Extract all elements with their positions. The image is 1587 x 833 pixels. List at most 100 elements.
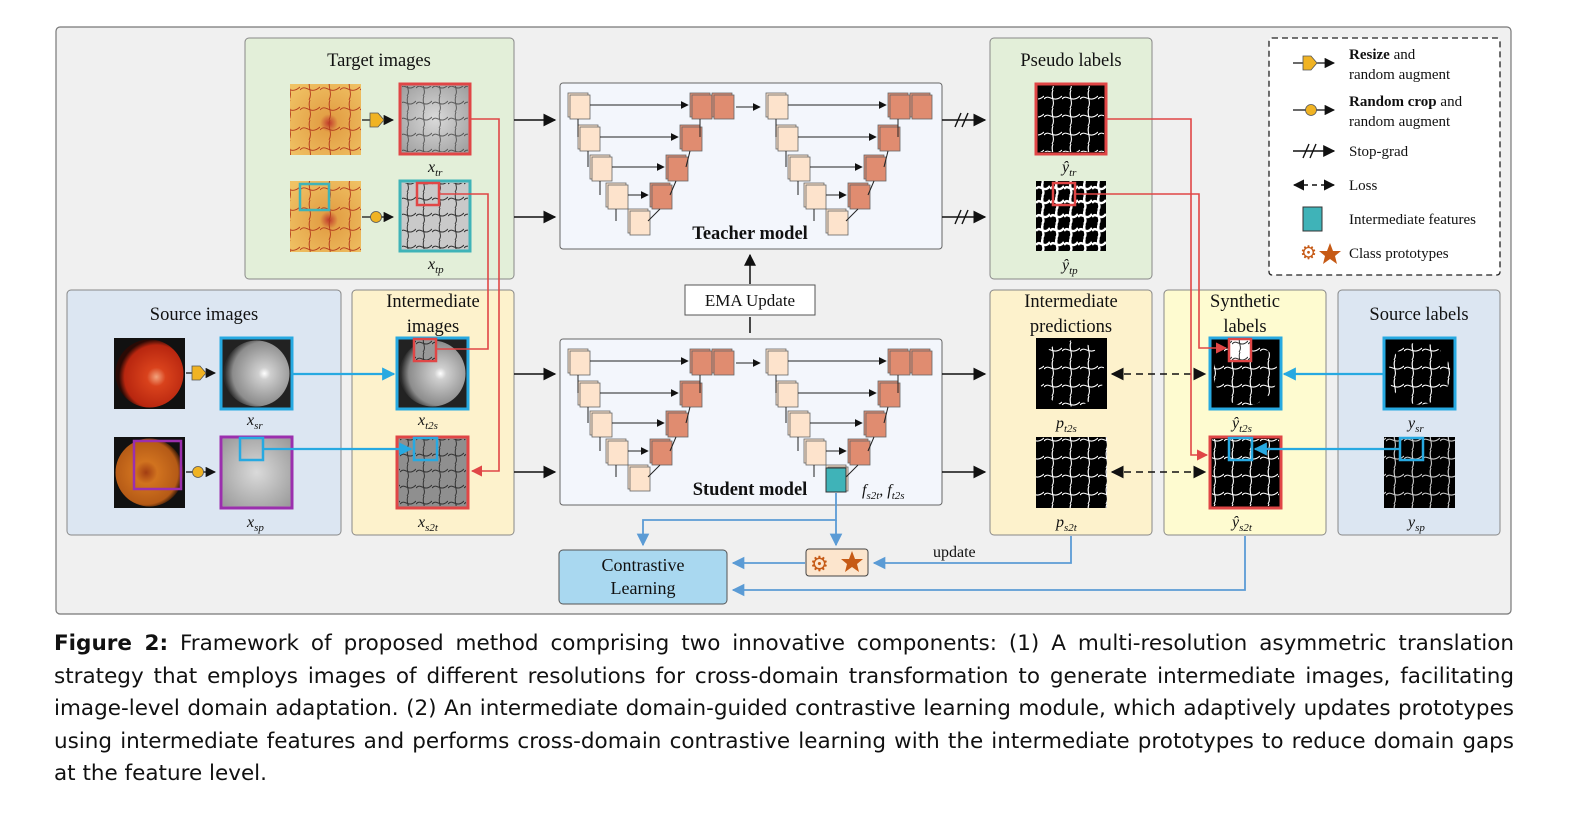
teacher-model: Teacher model [559, 82, 943, 250]
source-labels-panel: Source labels ysr ysp [1337, 289, 1501, 536]
network-connector [845, 208, 859, 222]
network-block [651, 184, 673, 210]
pseudo-labels-panel: Pseudo labels ŷtr ŷtp [989, 37, 1153, 280]
network-block [629, 466, 651, 492]
svg-text:labels: labels [1223, 317, 1266, 337]
svg-text:predictions: predictions [1030, 317, 1112, 337]
svg-text:Stop-grad: Stop-grad [1349, 144, 1409, 160]
svg-text:Intermediate features: Intermediate features [1349, 212, 1476, 228]
svg-text:images: images [407, 317, 459, 337]
network-block [767, 94, 789, 120]
svg-text:Loss: Loss [1349, 178, 1378, 194]
star-icon [841, 551, 863, 572]
svg-text:ps2t: ps2t [1055, 514, 1078, 534]
source-fundus-image-2 [115, 438, 184, 507]
svg-text:ŷt2s: ŷt2s [1230, 415, 1252, 435]
network-connector [845, 464, 859, 478]
network-block [667, 156, 689, 182]
network-block [865, 412, 887, 438]
network-block [879, 382, 901, 408]
svg-text:pt2s: pt2s [1055, 415, 1077, 435]
svg-text:xt2s: xt2s [417, 412, 438, 432]
svg-text:EMA Update: EMA Update [705, 291, 795, 310]
network-block [591, 156, 613, 182]
network-block [607, 440, 629, 466]
network-block [789, 156, 811, 182]
source-images-title: Source images [150, 305, 258, 325]
svg-text:random augment: random augment [1349, 67, 1451, 83]
x-sr-image [223, 340, 290, 407]
svg-text:Learning: Learning [611, 578, 676, 598]
network-connector [647, 464, 661, 478]
legend: Resize and random augment Random crop an… [1268, 37, 1501, 276]
svg-text:Intermediate: Intermediate [386, 292, 479, 312]
svg-text:Resize and: Resize and [1349, 47, 1416, 63]
target-images-panel: Target images xtr xtp [244, 37, 515, 280]
intermediate-feature-block [825, 467, 847, 493]
svg-text:Intermediate: Intermediate [1024, 292, 1117, 312]
svg-text:Random crop and: Random crop and [1349, 94, 1463, 110]
caption-text: Framework of proposed method comprising … [54, 631, 1515, 786]
network-connector [685, 150, 691, 168]
intermediate-predictions-panel: Intermediate predictions pt2s ps2t [989, 289, 1153, 536]
network-block [629, 210, 651, 236]
teacher-model-label: Teacher model [692, 224, 808, 244]
network-connector [883, 150, 889, 168]
svg-text:xs2t: xs2t [417, 514, 439, 534]
intermediate-images-panel: Intermediate images xt2s xs2t [351, 289, 515, 536]
network-block [713, 94, 735, 120]
source-fundus-image [115, 339, 184, 408]
svg-text:ysp: ysp [1406, 514, 1425, 534]
network-connector [669, 436, 677, 452]
network-block [607, 184, 629, 210]
svg-text:random augment: random augment [1349, 114, 1451, 130]
svg-text:Contrastive: Contrastive [602, 555, 685, 575]
network-block [865, 156, 887, 182]
network-block [777, 382, 799, 408]
network-connector [867, 180, 875, 196]
network-block [911, 350, 933, 376]
network-block [767, 350, 789, 376]
network-block [569, 350, 591, 376]
svg-text:⚙: ⚙ [1300, 243, 1317, 264]
svg-text:Class prototypes: Class prototypes [1349, 246, 1449, 262]
update-label: update [933, 544, 976, 561]
network-connector [685, 406, 691, 424]
network-block [889, 94, 911, 120]
network-block [713, 350, 735, 376]
student-model: Student model fs2t, ft2s [559, 338, 943, 506]
student-model-label: Student model [693, 480, 808, 500]
svg-text:ŷtr: ŷtr [1060, 159, 1077, 179]
network-connector [669, 180, 677, 196]
connections: update [263, 112, 1400, 597]
svg-text:xsr: xsr [246, 412, 263, 432]
target-images-title: Target images [327, 51, 431, 71]
network-block [651, 440, 673, 466]
network-block [681, 126, 703, 152]
svg-text:Synthetic: Synthetic [1210, 292, 1280, 312]
network-block [849, 184, 871, 210]
network-block [789, 412, 811, 438]
svg-text:ŷtp: ŷtp [1060, 257, 1078, 277]
svg-text:ŷs2t: ŷs2t [1230, 514, 1253, 534]
network-block [579, 382, 601, 408]
ema-update: EMA Update [684, 253, 816, 333]
network-block [805, 440, 827, 466]
contrastive-learning-box: Contrastive Learning [558, 549, 728, 605]
network-block [691, 350, 713, 376]
network-block [805, 184, 827, 210]
network-connector [867, 436, 875, 452]
network-block [889, 350, 911, 376]
svg-text:xsp: xsp [246, 514, 264, 534]
network-block [691, 94, 713, 120]
network-block [879, 126, 901, 152]
svg-text:fs2t, ft2s: fs2t, ft2s [862, 482, 905, 502]
gear-icon: ⚙ [810, 552, 829, 576]
svg-text:xtr: xtr [427, 159, 443, 179]
svg-text:ysr: ysr [1406, 415, 1424, 435]
source-images-panel: Source images xsr xsp [66, 289, 342, 536]
svg-text:Pseudo labels: Pseudo labels [1020, 51, 1121, 71]
svg-text:Source labels: Source labels [1369, 305, 1468, 325]
network-block [579, 126, 601, 152]
